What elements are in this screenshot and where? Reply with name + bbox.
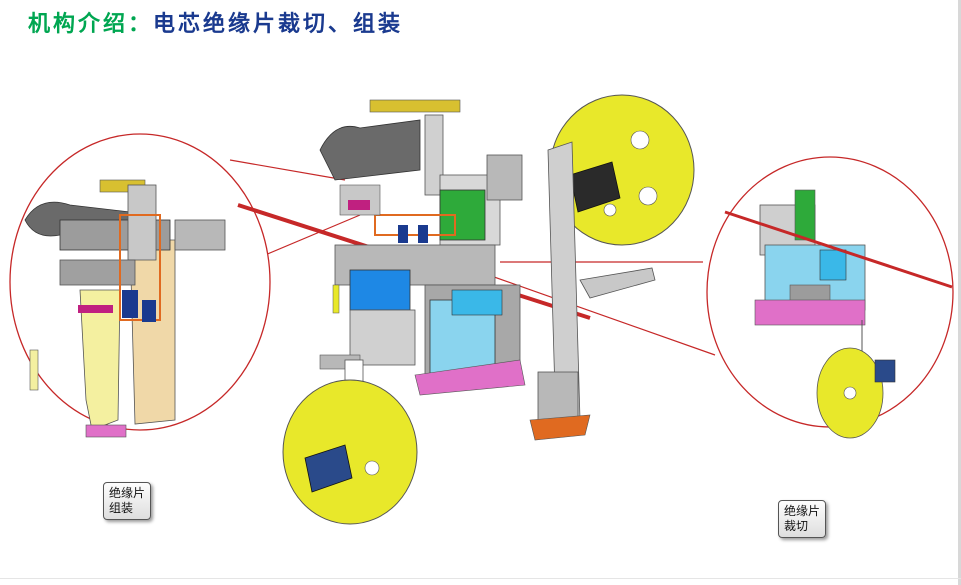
right-edge-bar [958,0,961,585]
label-insulation-cutting: 绝缘片 裁切 [778,500,827,538]
label-insulation-assembly: 绝缘片 组装 [103,482,152,520]
main-machine [237,94,695,525]
title-main: 电芯绝缘片裁切、组装 [153,12,404,37]
right-detail-view [706,156,954,439]
bottom-divider [0,578,961,579]
left-detail-view [9,133,271,438]
title-prefix: 机构介绍： [28,12,154,37]
page-title: 机构介绍：电芯绝缘片裁切、组装 [28,6,403,38]
